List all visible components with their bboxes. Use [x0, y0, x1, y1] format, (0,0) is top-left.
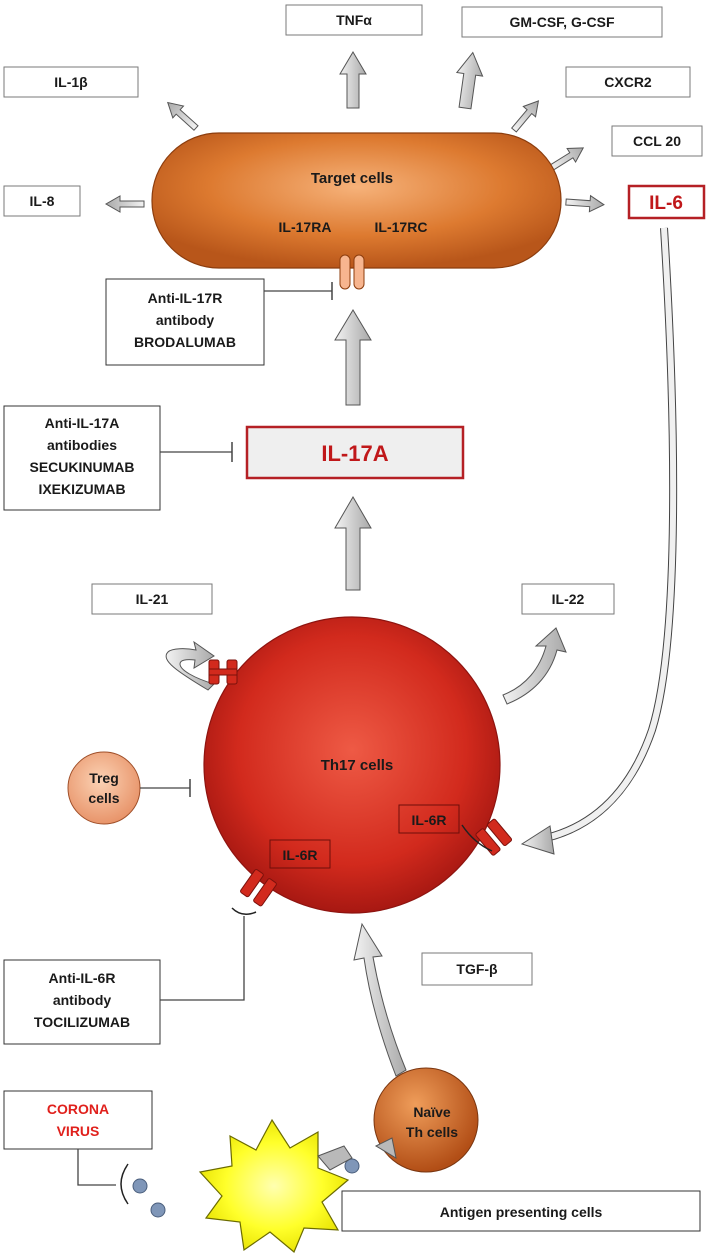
inhibit-il6r-line [160, 907, 257, 1001]
arrow-to-il22 [502, 627, 567, 705]
corona-virus-box: CORONA VIRUS [3, 1090, 153, 1150]
il8-label: IL-8 [30, 193, 55, 209]
anti-il6r-line1: Anti-IL-6R [49, 970, 116, 986]
anti-il17a-box: Anti-IL-17A antibodies SECUKINUMAB IXEKI… [3, 405, 161, 511]
il6r-left-label: IL-6R [283, 847, 318, 863]
il17ra-label: IL-17RA [279, 219, 332, 235]
th17-label: Th17 cells [321, 757, 394, 774]
anti-il6r-box: Anti-IL-6R antibody TOCILIZUMAB [3, 959, 161, 1045]
ccl20-label: CCL 20 [633, 133, 681, 149]
cxcr2-label: CXCR2 [604, 74, 652, 90]
il1b-label: IL-1β [54, 74, 88, 90]
arrow-to-il8 [105, 195, 145, 213]
inhibit-il17r-line [264, 282, 333, 300]
arrow-il17a-to-target [334, 309, 372, 406]
il6r-left-box: IL-6R [269, 839, 331, 869]
antigen-presenting-cell [198, 1118, 397, 1253]
arrow-il6-feedback [520, 227, 678, 855]
arrow-to-il6 [564, 193, 605, 214]
il6r-right-box: IL-6R [398, 804, 460, 834]
il6r-right-label: IL-6R [412, 812, 447, 828]
gm-csf-label: GM-CSF, G-CSF [510, 14, 615, 30]
il17rc-label: IL-17RC [375, 219, 428, 235]
apc-label: Antigen presenting cells [440, 1204, 603, 1220]
treg-cell: Treg cells [67, 751, 141, 825]
anti-il17r-box: Anti-IL-17R antibody BRODALUMAB [105, 278, 265, 366]
anti-il17a-line4: IXEKIZUMAB [38, 481, 125, 497]
anti-il17r-line2: antibody [156, 312, 215, 328]
il21-receptor [208, 659, 238, 685]
tgfb-label: TGF-β [456, 961, 498, 977]
il8-box: IL-8 [3, 185, 81, 217]
naive-th-cell: Naïve Th cells [373, 1067, 479, 1173]
arrow-to-tnf [339, 51, 367, 109]
naive-line2: Th cells [406, 1124, 458, 1140]
anti-il17a-line1: Anti-IL-17A [45, 415, 120, 431]
anti-il17r-line1: Anti-IL-17R [148, 290, 223, 306]
anti-il6r-line3: TOCILIZUMAB [34, 1014, 130, 1030]
inhibit-treg-line [140, 779, 191, 797]
arrow-to-gmcsf [451, 50, 487, 111]
anti-il17a-line2: antibodies [47, 437, 117, 453]
il17a-box: IL-17A [245, 425, 465, 480]
virus-line1: CORONA [47, 1101, 109, 1117]
naive-line1: Naïve [413, 1104, 451, 1120]
il6r-left-receptor [240, 869, 277, 907]
il17a-label: IL-17A [321, 441, 388, 466]
arrow-to-il1b [161, 96, 202, 135]
il22-label: IL-22 [552, 591, 585, 607]
il6-box: IL-6 [627, 184, 706, 220]
tnf-alpha-label: TNFα [336, 12, 372, 28]
gm-csf-box: GM-CSF, G-CSF [461, 6, 663, 38]
inhibit-il17a-line [160, 442, 233, 462]
target-cells-label: Target cells [311, 170, 393, 187]
th17-cell: Th17 cells IL-6R IL-6R [203, 616, 513, 914]
arrow-to-cxcr2 [507, 95, 546, 136]
virus-particles [132, 1158, 360, 1218]
il21-box: IL-21 [91, 583, 213, 615]
virus-line2: VIRUS [57, 1123, 100, 1139]
arrow-th17-to-il17a [334, 496, 372, 591]
treg-line1: Treg [89, 770, 119, 786]
il21-label: IL-21 [136, 591, 169, 607]
il22-box: IL-22 [521, 583, 615, 615]
arrow-il21-autocrine [165, 640, 215, 691]
apc-label-box: Antigen presenting cells [341, 1190, 701, 1232]
il17-receptor [339, 254, 365, 290]
virus-connector-line [77, 1149, 129, 1205]
anti-il6r-line2: antibody [53, 992, 112, 1008]
anti-il17r-line3: BRODALUMAB [134, 334, 236, 350]
arrow-naive-to-th17 [353, 922, 407, 1077]
target-cells: Target cells IL-17RA IL-17RC [151, 132, 562, 290]
ccl20-box: CCL 20 [611, 125, 703, 157]
anti-il17a-line3: SECUKINUMAB [30, 459, 135, 475]
tnf-alpha-box: TNFα [285, 4, 423, 36]
il1b-box: IL-1β [3, 66, 139, 98]
cxcr2-box: CXCR2 [565, 66, 691, 98]
treg-line2: cells [88, 790, 119, 806]
il6r-right-receptor [475, 818, 513, 856]
il6-label: IL-6 [649, 193, 683, 214]
tgfb-box: TGF-β [421, 952, 533, 986]
il6r-right-binding-arc [461, 824, 493, 852]
